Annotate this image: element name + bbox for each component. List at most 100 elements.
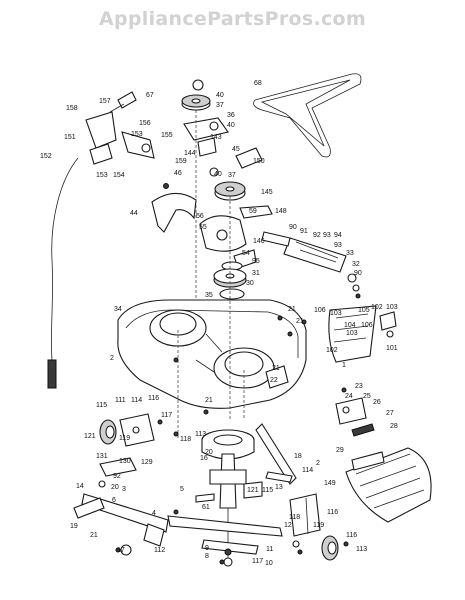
part-callout-103: 103 [386, 304, 398, 311]
part-callout-152: 152 [40, 153, 52, 160]
part-callout-156: 156 [139, 120, 151, 127]
part-callout-2: 2 [316, 460, 320, 467]
part-callout-30: 30 [246, 280, 254, 287]
part-callout-34: 34 [114, 306, 122, 313]
part-callout-121: 121 [84, 433, 96, 440]
part-callout-102: 102 [326, 347, 338, 354]
right-gauge-wheel [289, 493, 339, 561]
part-callout-8: 8 [205, 553, 209, 560]
part-callout-93: 93 [334, 242, 342, 249]
part-callout-91: 91 [300, 228, 308, 235]
part-callout-20: 20 [111, 484, 119, 491]
part-callout-56: 56 [196, 213, 204, 220]
part-callout-9: 9 [205, 545, 209, 552]
part-callout-119: 119 [119, 435, 130, 442]
part-callout-90: 90 [289, 224, 297, 231]
part-callout-114: 114 [302, 467, 313, 474]
part-callout-14: 14 [76, 483, 84, 490]
part-callout-31: 31 [252, 270, 260, 277]
idler-pulley-upper [181, 79, 229, 157]
part-callout-2: 2 [110, 355, 114, 362]
part-callout-40: 40 [216, 92, 224, 99]
part-callout-40: 40 [214, 171, 222, 178]
part-callout-106: 106 [361, 322, 373, 329]
part-callout-121: 121 [247, 487, 259, 494]
part-callout-103: 103 [330, 310, 342, 317]
part-callout-112: 112 [154, 547, 165, 554]
part-callout-92: 92 [113, 473, 121, 480]
part-callout-21: 21 [296, 318, 304, 325]
part-callout-5: 5 [180, 486, 184, 493]
part-callout-35: 35 [205, 292, 213, 299]
part-callout-153: 153 [131, 131, 143, 138]
part-callout-102: 102 [371, 304, 383, 311]
part-callout-103: 103 [346, 330, 358, 337]
part-callout-111: 111 [115, 397, 126, 404]
part-callout-17: 17 [117, 547, 125, 554]
part-callout-12: 12 [284, 522, 292, 529]
deck-lift-cable [47, 91, 155, 389]
part-callout-16: 16 [200, 455, 208, 462]
part-callout-32: 32 [352, 261, 360, 268]
part-callout-1: 1 [342, 362, 346, 369]
part-callout-115: 115 [262, 487, 273, 494]
part-callout-93: 93 [323, 232, 331, 239]
part-callout-149: 149 [324, 480, 336, 487]
part-callout-153: 153 [96, 172, 108, 179]
part-callout-157: 157 [99, 98, 111, 105]
front-hanger-bracket [73, 457, 169, 556]
part-callout-130: 130 [119, 458, 131, 465]
left-gauge-wheel [99, 413, 155, 447]
part-callout-115: 115 [96, 402, 107, 409]
watermark-text: AppliancePartsPros.com [98, 8, 366, 30]
part-callout-118: 118 [289, 514, 300, 521]
part-callout-22: 22 [270, 377, 278, 384]
part-callout-143: 143 [210, 134, 222, 141]
part-callout-21: 21 [288, 306, 296, 313]
part-callout-13: 13 [275, 484, 283, 491]
part-callout-148: 148 [275, 208, 287, 215]
part-callout-131: 131 [96, 453, 108, 460]
part-callout-113: 113 [195, 431, 206, 438]
discharge-chute [345, 447, 432, 523]
tension-spring [261, 231, 360, 292]
part-callout-40: 40 [227, 122, 235, 129]
part-callout-158: 158 [66, 105, 78, 112]
part-callout-19: 19 [70, 523, 78, 530]
part-callout-154: 154 [113, 172, 125, 179]
part-callout-55: 55 [199, 224, 207, 231]
part-callout-23: 23 [355, 383, 363, 390]
part-callout-6: 6 [112, 497, 116, 504]
part-callout-144: 144 [184, 150, 196, 157]
part-callout-68: 68 [254, 80, 262, 87]
mower-deck-housing [117, 299, 307, 409]
part-callout-117: 117 [161, 412, 172, 419]
part-callout-94: 94 [334, 232, 342, 239]
part-callout-95: 95 [252, 258, 260, 265]
part-callout-36: 36 [227, 112, 235, 119]
chute-spring-bracket [335, 397, 375, 437]
part-callout-104: 104 [344, 322, 356, 329]
part-callout-10: 10 [265, 560, 273, 567]
part-callout-150: 150 [253, 158, 265, 165]
part-callout-116: 116 [148, 395, 159, 402]
part-callout-117: 117 [252, 558, 263, 565]
part-callout-27: 27 [386, 410, 394, 417]
part-callout-54: 54 [242, 250, 250, 257]
part-callout-105: 105 [358, 307, 370, 314]
spindle-housing [201, 429, 255, 560]
part-callout-37: 37 [216, 102, 224, 109]
part-callout-33: 33 [346, 250, 354, 257]
part-callout-3: 3 [122, 486, 126, 493]
part-callout-90: 90 [354, 270, 362, 277]
part-callout-129: 129 [141, 459, 153, 466]
idler-arm-assembly [199, 205, 273, 300]
part-callout-67: 67 [146, 92, 154, 99]
mower-blade [167, 515, 283, 567]
part-callout-155: 155 [161, 132, 173, 139]
drive-belt [253, 73, 362, 158]
part-callout-61: 61 [202, 504, 210, 511]
part-callout-146: 146 [253, 238, 265, 245]
part-callout-59: 59 [249, 208, 257, 215]
